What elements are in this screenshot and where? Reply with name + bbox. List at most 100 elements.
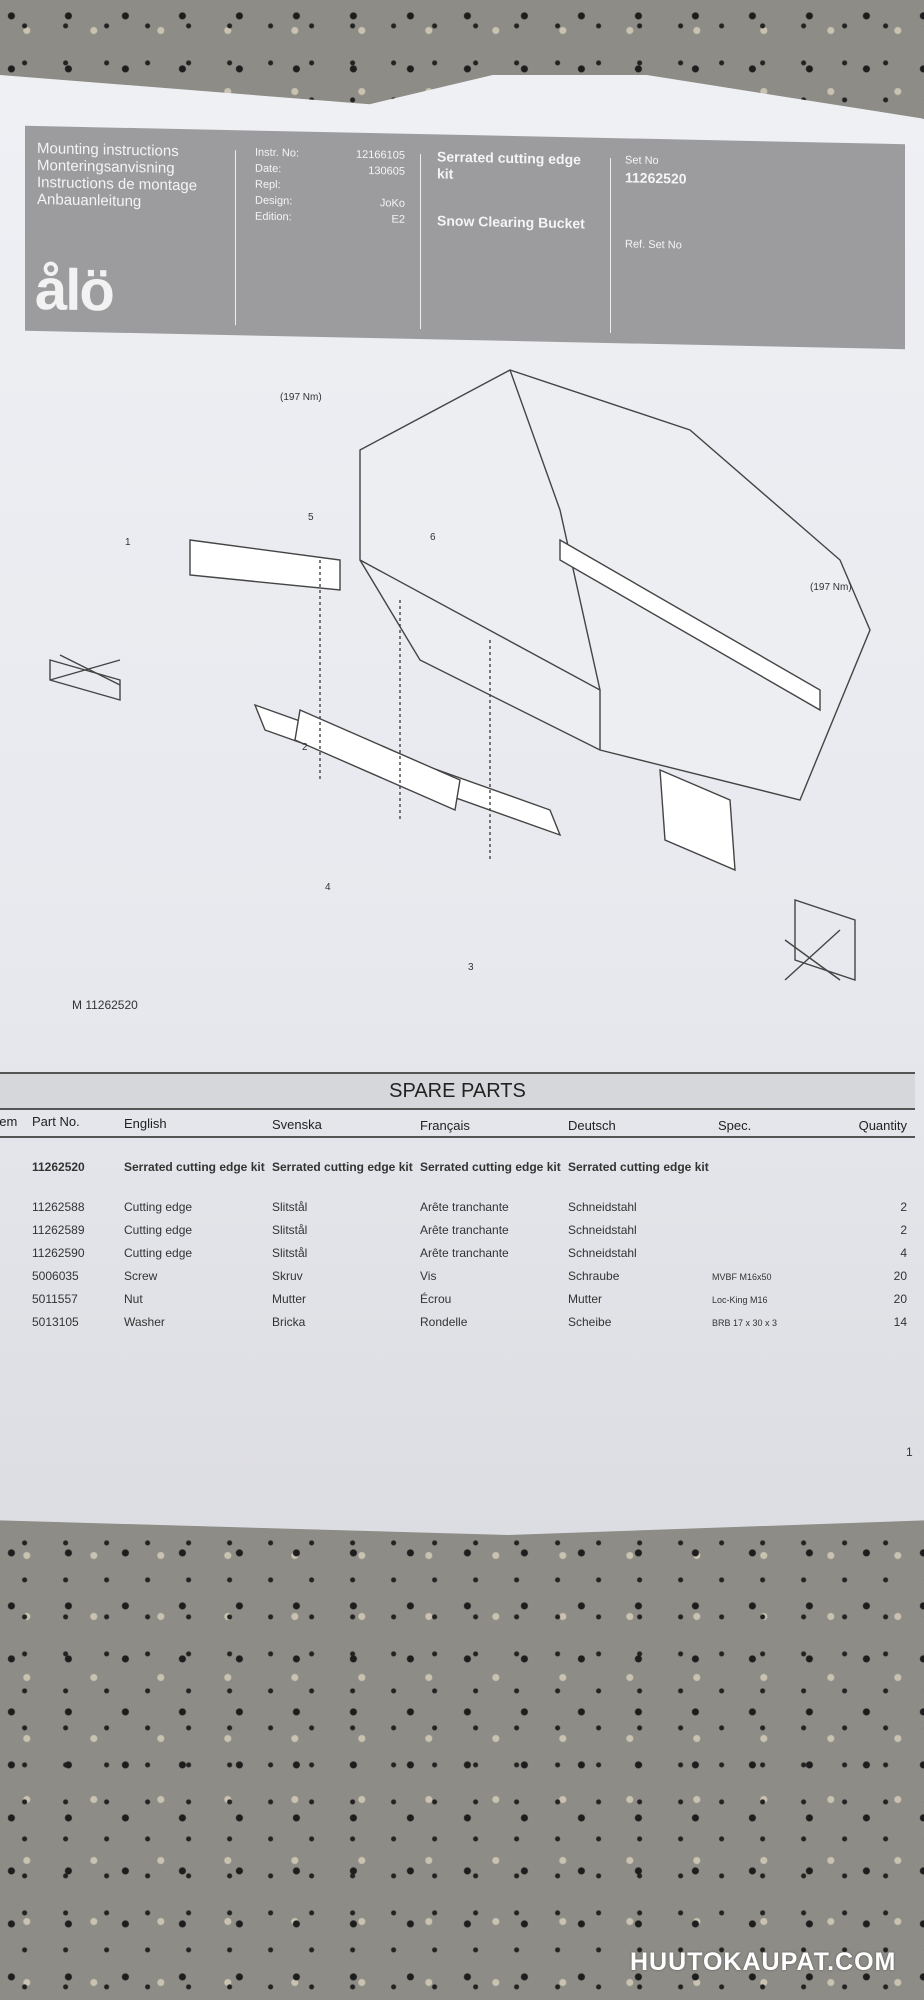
cell-spec: MVBF M16x50 — [712, 1272, 772, 1282]
callout-5: 5 — [308, 512, 314, 523]
cell-deutsch: Mutter — [568, 1292, 603, 1306]
ref-set-label: Ref. Set No — [625, 238, 682, 252]
cutting-edge-right — [659, 768, 736, 872]
cell-francais: Écrou — [420, 1292, 452, 1306]
product-bucket: Snow Clearing Bucket — [437, 212, 585, 232]
cell-deutsch: Schneidstahl — [568, 1200, 637, 1214]
field-value: 130605 — [368, 164, 405, 178]
col-item: Item — [0, 1114, 18, 1129]
col-quantity: Quantity — [858, 1118, 907, 1133]
field-label: Date: — [255, 162, 282, 176]
cell-english: Cutting edge — [124, 1223, 193, 1237]
francais: Serrated cutting edge kit — [420, 1160, 561, 1174]
cell-deutsch: Scheibe — [568, 1315, 612, 1329]
table-row: 11262589 Cutting edge Slitstål Arête tranch… — [0, 1223, 915, 1245]
col-part-no: Part No. — [32, 1114, 80, 1129]
cell-francais: Arête tranchante — [420, 1246, 509, 1260]
alo-logo: ålö — [35, 256, 113, 324]
spare-parts-title: SPARE PARTS — [0, 1072, 915, 1110]
svenska: Serrated cutting edge kit — [272, 1160, 413, 1174]
table-row: 11262590 Cutting edge Slitstål Arête tranch… — [0, 1246, 915, 1268]
set-no-label: Set No — [625, 154, 659, 168]
cell-qty: 4 — [900, 1246, 907, 1260]
torque-label: (197 Nm) — [810, 582, 852, 593]
page-number: 1 — [906, 1445, 913, 1459]
kit-row: 11262520 Serrated cutting edge kit Serra… — [0, 1160, 915, 1182]
callout-1: 1 — [125, 537, 131, 548]
cell-svenska: Slitstål — [272, 1246, 308, 1260]
cell-deutsch: Schneidstahl — [568, 1246, 637, 1260]
cell-deutsch: Schneidstahl — [568, 1223, 637, 1237]
set-no: 11262520 — [625, 169, 687, 187]
product-block: Serrated cutting edge kit Snow Clearing … — [437, 148, 585, 232]
watermark: HUUTOKAUPAT.COM — [630, 1948, 897, 1976]
cell-qty: 2 — [900, 1223, 907, 1237]
divider — [235, 150, 236, 326]
field-label: Repl: — [255, 178, 281, 192]
callout-2: 2 — [302, 742, 308, 753]
product-name: Serrated cutting edge — [437, 148, 581, 168]
col-svenska: Svenska — [272, 1117, 322, 1132]
cell-english: Washer — [124, 1315, 165, 1329]
field-value: E2 — [391, 213, 405, 226]
cell-spec: BRB 17 x 30 x 3 — [712, 1318, 778, 1328]
cell-part-no: 5011557 — [32, 1292, 78, 1306]
cell-english: Cutting edge — [124, 1200, 193, 1214]
table-row: 5011557 Nut Mutter Écrou Mutter Loc-King M16 2… — [0, 1292, 915, 1314]
field-value: 12166105 — [356, 148, 405, 162]
field-label: Instr. No: — [255, 146, 300, 160]
product-kit: kit — [437, 165, 454, 182]
cell-part-no: 11262590 — [32, 1246, 85, 1260]
field-value: JoKo — [379, 197, 405, 210]
col-english: English — [124, 1116, 167, 1131]
cell-francais: Rondelle — [420, 1315, 468, 1329]
cell-part-no: 11262588 — [32, 1200, 85, 1214]
divider — [420, 154, 421, 330]
model-reference: M 11262520 — [72, 998, 138, 1012]
cutting-edge-left — [189, 539, 341, 591]
english: Serrated cutting edge kit — [124, 1160, 265, 1174]
table-header: Item Part No. English Svenska Français D… — [0, 1108, 915, 1138]
title-de: Anbauanleitung — [37, 191, 142, 211]
cell-deutsch: Schraube — [568, 1269, 620, 1283]
cell-part-no: 5013105 — [32, 1315, 79, 1329]
cell-qty: 14 — [893, 1315, 907, 1329]
cell-english: Nut — [124, 1292, 143, 1306]
callout-3: 3 — [468, 962, 474, 973]
cell-spec: Loc-King M16 — [712, 1295, 768, 1305]
table-row: 11262588 Cutting edge Slitstål Arête tranch… — [0, 1200, 915, 1222]
cell-english: Screw — [124, 1269, 158, 1283]
cell-qty: 2 — [900, 1200, 907, 1214]
callout-4: 4 — [325, 882, 331, 893]
title-block: Mounting instructions Monteringsanvisnin… — [37, 140, 197, 211]
part-no: 11262520 — [32, 1160, 85, 1174]
cell-svenska: Slitstål — [272, 1223, 308, 1237]
cell-francais: Arête tranchante — [420, 1223, 509, 1237]
cell-qty: 20 — [893, 1292, 907, 1306]
cell-francais: Vis — [420, 1269, 437, 1283]
deutsch: Serrated cutting edge kit — [568, 1160, 709, 1174]
cell-svenska: Skruv — [272, 1269, 303, 1283]
cell-svenska: Mutter — [272, 1292, 307, 1306]
set-block: Set No 11262520 Ref. Set No — [625, 152, 687, 254]
divider — [610, 158, 611, 334]
exploded-diagram: (197 Nm) (197 Nm) (197 Nm) 1 2 3 4 5 6 — [49, 369, 871, 981]
col-spec: Spec. — [718, 1118, 752, 1133]
callout-6: 6 — [430, 532, 436, 543]
meta-block: Instr. No: 12166105 Date: 130605 Repl: Des… — [255, 145, 405, 228]
cell-part-no: 5006035 — [32, 1269, 79, 1283]
cell-qty: 20 — [893, 1269, 907, 1283]
cell-english: Cutting edge — [124, 1246, 193, 1260]
cell-part-no: 11262589 — [32, 1223, 85, 1237]
field-label: Design: — [255, 194, 293, 208]
cell-francais: Arête tranchante — [420, 1200, 509, 1214]
field-label: Edition: — [255, 210, 292, 224]
cell-svenska: Slitstål — [272, 1200, 308, 1214]
col-francais: Français — [420, 1118, 470, 1133]
col-deutsch: Deutsch — [568, 1118, 616, 1133]
torque-label: (197 Nm) — [280, 392, 322, 403]
document-header: Mounting instructions Monteringsanvisnin… — [25, 125, 905, 350]
table-row: 5006035 Screw Skruv Vis Schraube MVBF M16x50 2… — [0, 1269, 915, 1291]
callout-labels: (197 Nm) (197 Nm) (197 Nm) 1 2 3 4 5 6 — [125, 392, 852, 973]
